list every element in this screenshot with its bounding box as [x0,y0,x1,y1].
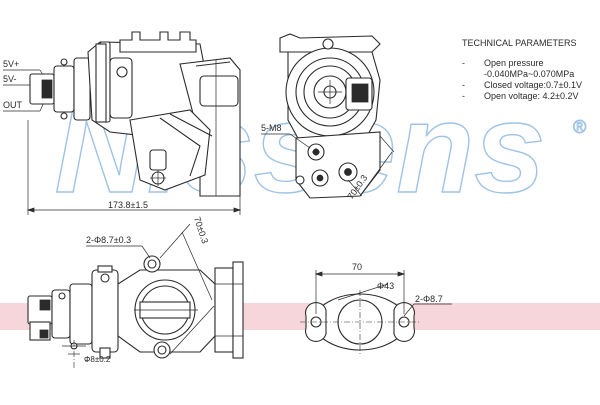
technical-parameters: TECHNICAL PARAMETERS - Open pressure -0.… [462,38,582,101]
dim-length: 173.8±1.5 [108,200,148,210]
top-left-view: 5V+ 5V- OUT [3,31,242,215]
param-bullet-3: - [462,91,465,101]
dim-thread: 5-M8 [261,123,282,133]
dim-flange-holes: 2-Φ8.7 [415,294,443,304]
top-middle-view: 5-M8 70±0.3 [261,33,395,201]
dim-flange-bore: Φ43 [377,281,394,291]
dim-flange-width: 70 [352,262,362,272]
flange-view: 70 Φ43 2-Φ8.7 [300,262,452,356]
connector-pins [41,79,53,99]
param-closed-voltage: Closed voltage:0.7±0.1V [484,80,582,90]
param-bullet-2: - [462,80,465,90]
param-open-pressure-label: Open pressure [484,58,544,68]
pin-label-5v-minus: 5V- [3,74,17,84]
params-title: TECHNICAL PARAMETERS [462,38,577,48]
dim-bolt-holes-top: 2-Φ8.7±0.3 [86,235,131,245]
param-open-voltage: Open voltage: 4.2±0.2V [484,91,579,101]
param-bullet-1: - [462,58,465,68]
dim-small-hole: Φ8±0.2 [84,355,111,364]
bottom-left-view: 2-Φ8.7±0.3 70±0.3 Φ8±0.2 [27,216,244,368]
pin-label-out: OUT [3,100,23,110]
registered-mark: ® [573,117,586,137]
pin-label-5v-plus: 5V+ [3,59,19,69]
param-open-pressure-value: -0.040MPa~0.070MPa [484,69,574,79]
